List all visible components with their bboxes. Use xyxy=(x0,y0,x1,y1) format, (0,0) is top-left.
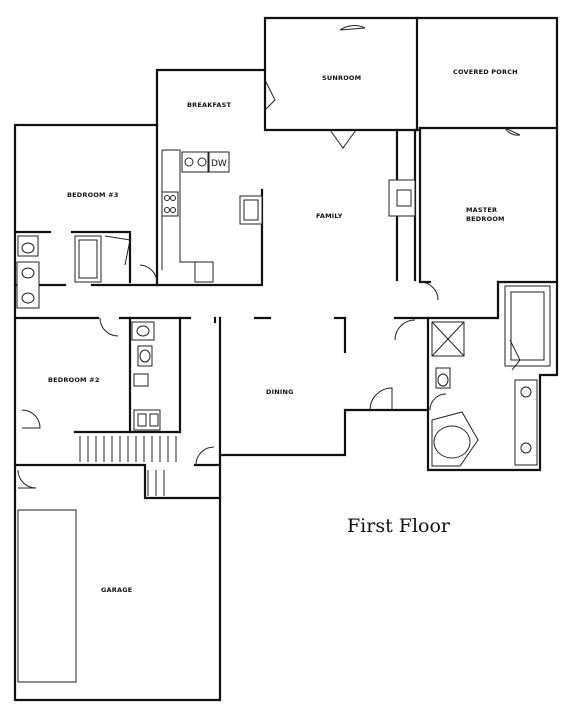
label-dishwasher: DW xyxy=(211,159,227,169)
dishwasher-icon xyxy=(208,151,230,173)
label-covered-porch: COVERED PORCH xyxy=(453,68,518,76)
label-breakfast: BREAKFAST xyxy=(187,101,231,109)
label-garage: GARAGE xyxy=(101,586,132,594)
label-bedroom-2: BEDROOM #2 xyxy=(48,376,100,384)
label-bedroom-3: BEDROOM #3 xyxy=(67,191,119,199)
label-family: FAMILY xyxy=(316,212,343,220)
label-master-line2: BEDROOM xyxy=(466,215,505,223)
doors xyxy=(17,25,521,489)
label-master-line1: MASTER xyxy=(466,206,497,214)
stairs xyxy=(79,436,177,496)
room-labels: SUNROOM COVERED PORCH BREAKFAST BEDROOM … xyxy=(48,68,518,594)
fixtures xyxy=(16,149,551,683)
label-dining: DINING xyxy=(266,388,294,396)
walls xyxy=(13,16,559,702)
plan-caption: First Floor xyxy=(347,515,451,537)
label-sunroom: SUNROOM xyxy=(322,74,361,82)
